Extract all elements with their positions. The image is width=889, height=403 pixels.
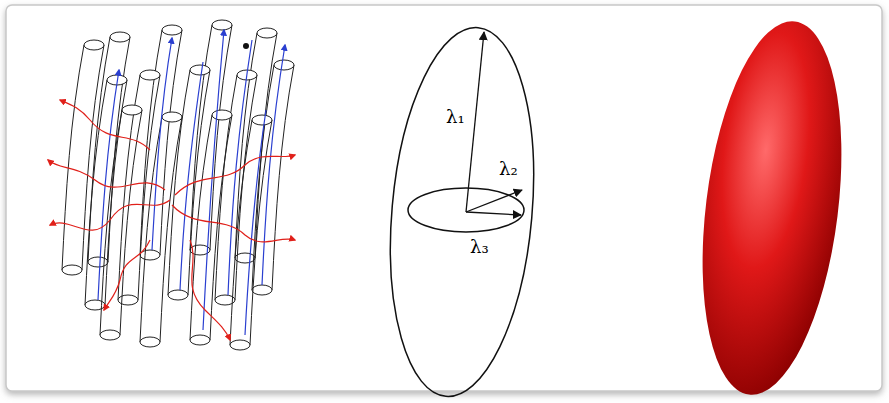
eigenvalue-label: λ₃: [470, 238, 489, 256]
eigenvalue-label: λ₁: [446, 108, 465, 126]
eigenvalue-label: λ₂: [499, 160, 518, 178]
